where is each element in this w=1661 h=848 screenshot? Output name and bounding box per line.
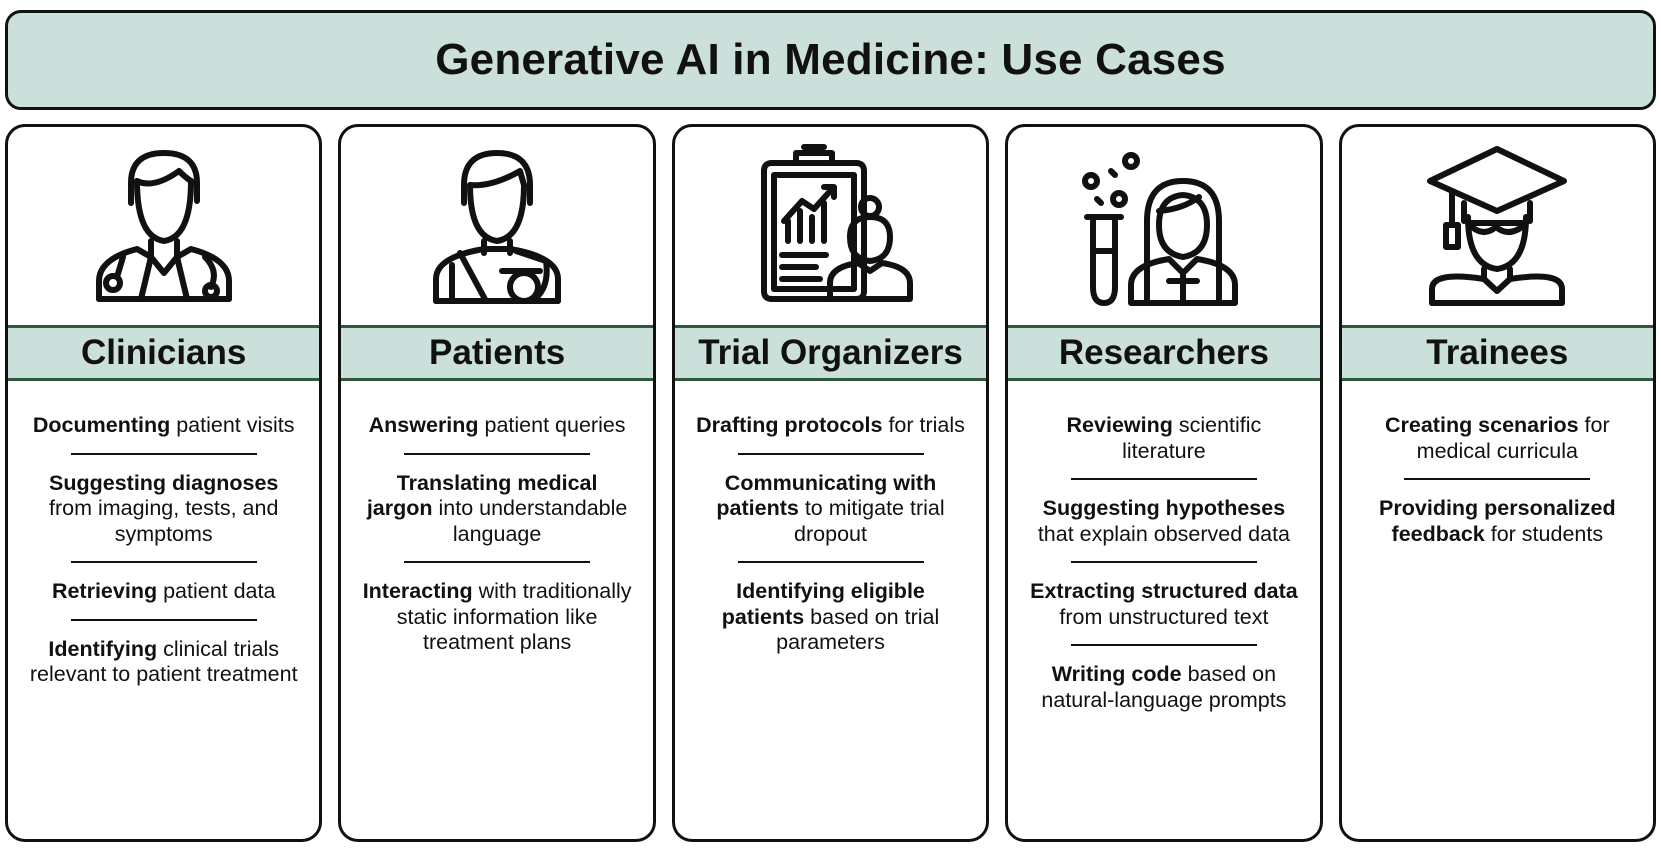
use-case-action: Identifying xyxy=(48,636,158,661)
title-banner: Generative AI in Medicine: Use Cases xyxy=(5,10,1656,110)
use-case-action: Suggesting hypotheses xyxy=(1042,496,1286,520)
use-case-detail: patient visits xyxy=(170,413,295,437)
use-case-item: Suggesting diagnoses from imaging, tests… xyxy=(29,471,299,548)
use-case-action: Creating scenarios xyxy=(1385,413,1579,437)
use-case-detail: for medical curricula xyxy=(1416,413,1610,463)
use-case-item: Providing personalized feedback for stud… xyxy=(1362,496,1632,547)
item-divider xyxy=(1404,478,1591,480)
item-divider xyxy=(1070,644,1257,646)
item-divider xyxy=(737,561,924,563)
band-trial-organizers: Trial Organizers xyxy=(674,325,987,381)
item-divider xyxy=(70,452,257,455)
use-case-item: Communicating with patients to mitigate … xyxy=(696,471,966,548)
doctor-with-stethoscope-icon xyxy=(95,150,232,302)
use-case-item: Identifying eligible patients based on t… xyxy=(696,579,966,656)
use-case-action: Extracting structured data xyxy=(1030,579,1298,603)
band-trainees: Trainees xyxy=(1341,325,1654,381)
use-case-item: Answering patient queries xyxy=(362,413,632,439)
diagram-title: Generative AI in Medicine: Use Cases xyxy=(435,35,1226,84)
column-heading: Trainees xyxy=(1426,333,1569,372)
use-case-detail: based on trial parameters xyxy=(776,604,940,655)
clipboard-chart-with-person-icon xyxy=(760,144,913,302)
use-case-detail: scientific literature xyxy=(1122,413,1262,463)
use-case-item: Writing code based on natural-language p… xyxy=(1029,662,1299,713)
item-divider xyxy=(1070,478,1257,480)
use-case-detail: that explain observed data xyxy=(1037,521,1291,546)
band-researchers: Researchers xyxy=(1008,325,1320,381)
patient-with-arm-sling-icon xyxy=(433,150,562,304)
column-heading: Researchers xyxy=(1058,333,1269,372)
use-case-detail: for students xyxy=(1484,521,1604,546)
use-case-item: Drafting protocols for trials xyxy=(696,413,966,439)
band-clinicians: Clinicians xyxy=(8,325,320,381)
use-case-detail: clinical trials relevant to patient trea… xyxy=(29,636,298,687)
item-divider xyxy=(737,452,924,455)
use-case-item: Documenting patient visits xyxy=(29,413,299,439)
use-case-action: Reviewing xyxy=(1066,413,1173,437)
item-divider xyxy=(70,561,257,563)
column-heading: Clinicians xyxy=(81,333,247,372)
use-case-item: Reviewing scientific literature xyxy=(1029,413,1299,464)
use-case-item: Extracting structured data from unstruct… xyxy=(1029,579,1299,630)
use-case-item: Translating medical jargon into understa… xyxy=(362,471,632,548)
use-case-item: Suggesting hypotheses that explain obser… xyxy=(1029,496,1299,547)
use-case-detail: based on natural-language prompts xyxy=(1041,662,1287,712)
use-case-list: Creating scenarios for medical curricula… xyxy=(1342,413,1653,547)
column-heading: Patients xyxy=(429,333,566,372)
use-case-action: Communicating with patients xyxy=(716,470,937,521)
use-case-action: Drafting protocols xyxy=(696,413,883,437)
scientist-with-test-tube-icon xyxy=(1081,152,1238,306)
use-case-action: Suggesting diagnoses xyxy=(49,470,279,495)
graduate-with-cap-icon xyxy=(1427,146,1568,306)
use-case-detail: with traditionally static information li… xyxy=(396,579,632,654)
use-case-action: Answering xyxy=(368,413,479,437)
card-researchers: Researchers Reviewing scientific literat… xyxy=(1005,124,1323,842)
column-heading: Trial Organizers xyxy=(698,333,963,372)
use-case-detail: from unstructured text xyxy=(1059,604,1269,629)
item-divider xyxy=(404,561,591,563)
card-trial-organizers: Trial Organizers Drafting protocols for … xyxy=(671,124,990,842)
item-divider xyxy=(70,618,257,621)
use-case-action: Documenting xyxy=(32,413,171,437)
use-case-action: Translating medical jargon xyxy=(366,470,598,521)
use-case-item: Retrieving patient data xyxy=(29,579,299,605)
use-case-detail: patient queries xyxy=(478,413,626,437)
item-divider xyxy=(404,452,591,455)
card-trainees: Trainees Creating scenarios for medical … xyxy=(1338,124,1657,842)
use-case-action: Providing personalized feedback xyxy=(1379,496,1616,546)
use-case-detail: patient data xyxy=(157,579,276,603)
use-case-item: Identifying clinical trials relevant to … xyxy=(29,637,299,688)
use-case-action: Identifying eligible patients xyxy=(721,579,925,629)
use-case-action: Interacting xyxy=(362,579,473,603)
use-case-detail: for trials xyxy=(882,413,965,437)
use-case-detail: to mitigate trial dropout xyxy=(794,496,945,546)
use-case-item: Interacting with traditionally static in… xyxy=(362,579,632,656)
use-case-action: Retrieving xyxy=(51,579,158,603)
use-case-detail: from imaging, tests, and symptoms xyxy=(48,496,279,546)
use-case-detail: into understandable language xyxy=(432,496,628,546)
use-case-item: Creating scenarios for medical curricula xyxy=(1362,413,1632,464)
band-patients: Patients xyxy=(341,325,653,381)
use-case-action: Writing code xyxy=(1051,662,1182,686)
item-divider xyxy=(1070,561,1257,563)
